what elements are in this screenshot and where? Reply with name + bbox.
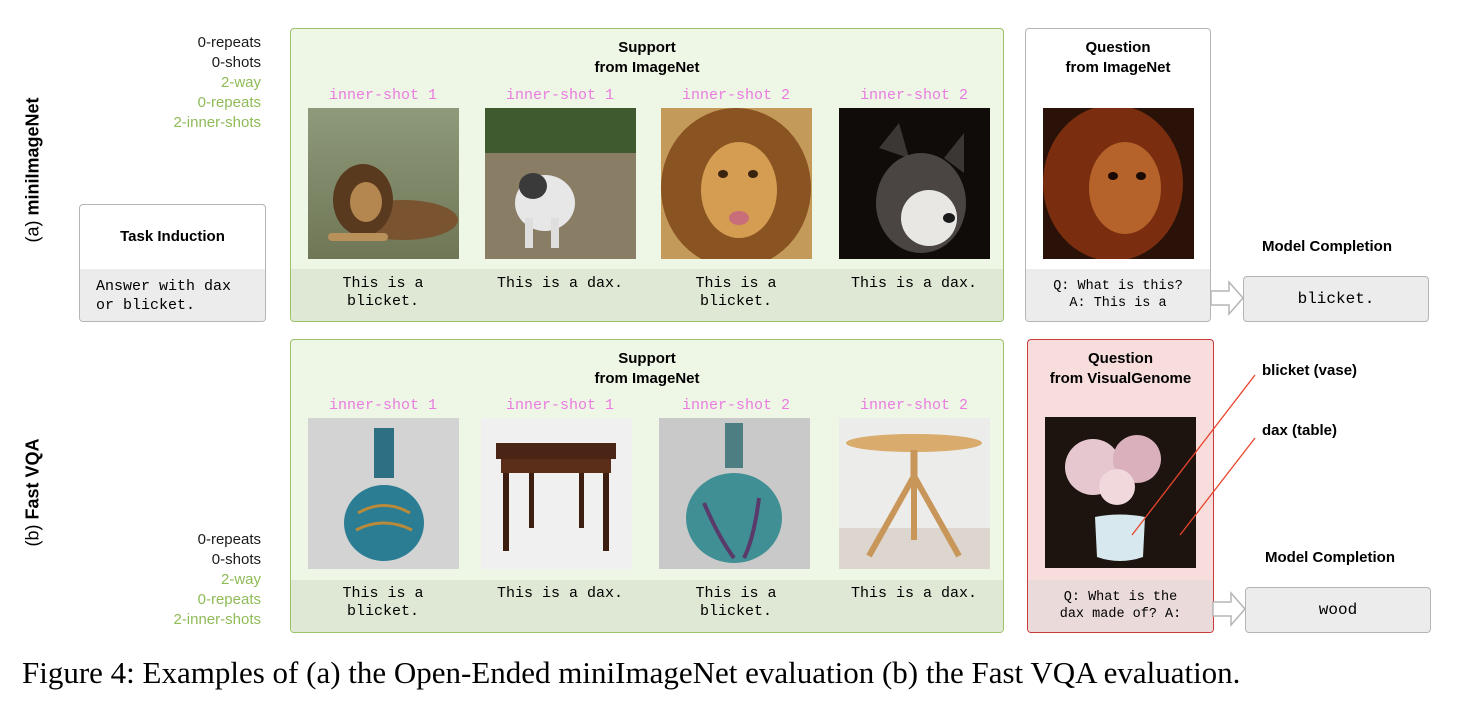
setting-item: 0-repeats [197, 34, 261, 51]
task-induction-box: Task Induction Answer with dax or blicke… [79, 204, 266, 322]
wooden-table-photo [481, 418, 632, 569]
shot-caption: This is a blicket. [342, 275, 424, 310]
model-completion-output: wood [1245, 587, 1431, 633]
task-induction-title: Task Induction [120, 228, 225, 245]
annotation-label: dax (table) [1262, 422, 1338, 439]
setting-item: 2-inner-shots [173, 611, 261, 628]
setting-item: 2-way [220, 571, 261, 588]
shot-label: inner-shot 1 [505, 87, 615, 104]
row-b-settings: 0-repeats 0-shots 2-way 0-repeats 2-inne… [61, 530, 261, 630]
shot-caption: This is a blicket. [695, 585, 777, 620]
shot-label: inner-shot 2 [681, 87, 791, 104]
shot-caption: This is a blicket. [695, 275, 777, 310]
lion-face-photo [661, 108, 812, 259]
support-title: Support from ImageNet [594, 39, 700, 76]
annotation-line [1131, 374, 1256, 536]
shot-caption: This is a dax. [496, 585, 624, 602]
shot-caption: This is a dax. [850, 275, 978, 292]
shot-label: inner-shot 2 [681, 397, 791, 414]
flowers-vase-photo [1045, 417, 1196, 568]
question-text: Q: What is the dax made of? A: [1028, 580, 1213, 632]
arrow-icon [1210, 280, 1244, 316]
glass-vase-photo [659, 418, 810, 569]
question-box-a: Question from ImageNet Q: What is this? … [1025, 28, 1211, 322]
question-title: Question from VisualGenome [1049, 350, 1192, 387]
question-box-b: Question from VisualGenome Q: What is th… [1027, 339, 1214, 633]
shot-caption: This is a blicket. [342, 585, 424, 620]
row-a-settings: 0-repeats 0-shots 2-way 0-repeats 2-inne… [61, 33, 261, 133]
shot-label: inner-shot 2 [859, 87, 969, 104]
setting-item: 0-repeats [197, 531, 261, 548]
setting-item: 2-inner-shots [173, 114, 261, 131]
setting-item: 2-way [220, 74, 261, 91]
shot-caption: This is a dax. [850, 585, 978, 602]
setting-item: 0-repeats [197, 591, 261, 608]
shot-label: inner-shot 2 [859, 397, 969, 414]
model-completion-label: Model Completion [1265, 549, 1395, 566]
husky-dog-photo [485, 108, 636, 259]
setting-item: 0-shots [211, 54, 261, 71]
annotation-label: blicket (vase) [1262, 362, 1358, 379]
arrow-icon [1212, 591, 1246, 627]
annotation-line [1179, 437, 1256, 536]
task-induction-text: Answer with dax or blicket. [80, 269, 265, 321]
caption-band [291, 580, 1003, 632]
setting-item: 0-shots [211, 551, 261, 568]
shot-label: inner-shot 1 [328, 87, 438, 104]
caption-band [291, 269, 1003, 321]
figure-caption: Figure 4: Examples of (a) the Open-Ended… [22, 655, 1241, 690]
support-title: Support from ImageNet [594, 350, 700, 387]
question-title: Question from ImageNet [1065, 39, 1171, 76]
model-completion-label: Model Completion [1262, 238, 1392, 255]
shot-caption: This is a dax. [496, 275, 624, 292]
shot-label: inner-shot 1 [505, 397, 615, 414]
question-text: Q: What is this? A: This is a [1026, 269, 1210, 321]
setting-item: 0-repeats [197, 94, 261, 111]
husky-portrait-photo [839, 108, 990, 259]
shot-label: inner-shot 1 [328, 397, 438, 414]
lion-photo [308, 108, 459, 259]
model-completion-output: blicket. [1243, 276, 1429, 322]
round-table-photo [839, 418, 990, 569]
ornate-vase-photo [308, 418, 459, 569]
lion-question-photo [1043, 108, 1194, 259]
